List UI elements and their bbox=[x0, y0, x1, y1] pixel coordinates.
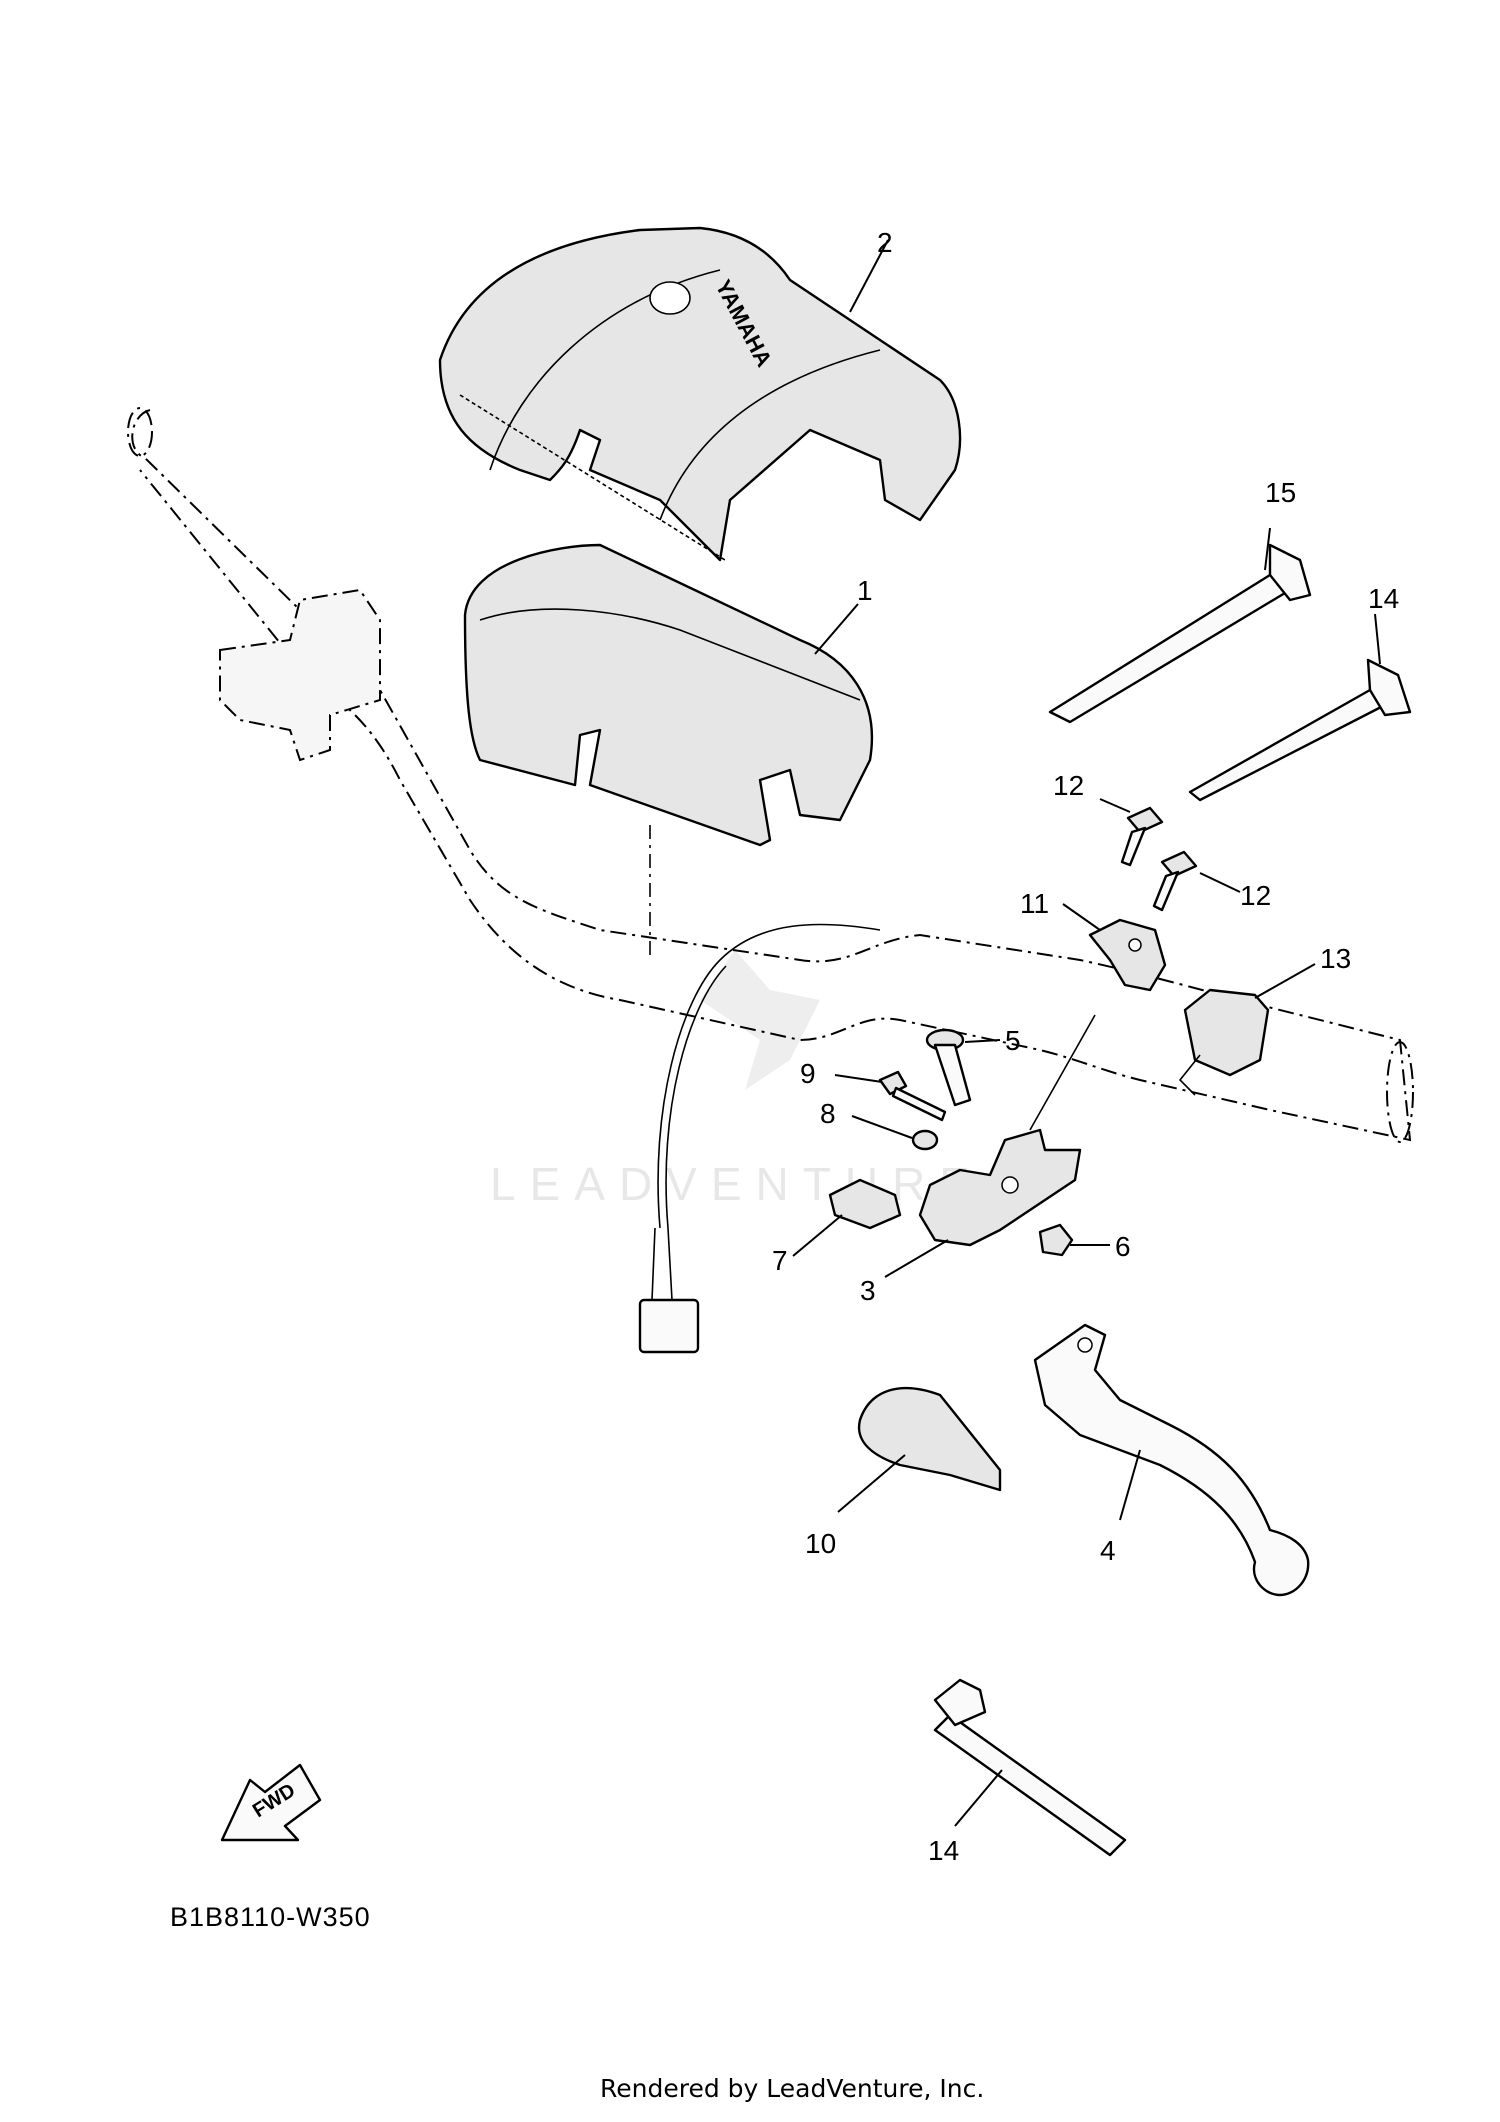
callout-1: 1 bbox=[857, 575, 873, 606]
watermark-text: LEADVENTURE bbox=[490, 1158, 984, 1210]
callout-8: 8 bbox=[820, 1098, 836, 1129]
part-cable-tie-15 bbox=[1050, 545, 1310, 722]
part-clamp-11 bbox=[1090, 920, 1165, 990]
callout-4: 4 bbox=[1100, 1535, 1116, 1566]
part-nut-6 bbox=[1040, 1225, 1072, 1255]
callout-12-upper: 12 bbox=[1053, 770, 1084, 801]
fwd-arrow-icon: FWD bbox=[222, 1765, 320, 1840]
callout-14-upper: 14 bbox=[1368, 583, 1399, 614]
watermark: LEADVENTURE bbox=[490, 950, 984, 1210]
part-lever-cover-10 bbox=[859, 1388, 1000, 1490]
callout-10: 10 bbox=[805, 1528, 836, 1559]
callout-2: 2 bbox=[877, 227, 893, 258]
part-cable-tie-14-lower bbox=[935, 1680, 1125, 1855]
part-pad bbox=[465, 545, 872, 955]
pad-cover-logo-icon bbox=[650, 282, 690, 314]
callout-15: 15 bbox=[1265, 477, 1296, 508]
part-pad-cover: YAMAHA bbox=[440, 228, 960, 560]
part-lever-4 bbox=[1035, 1325, 1308, 1595]
callout-9: 9 bbox=[800, 1058, 816, 1089]
callout-6: 6 bbox=[1115, 1231, 1131, 1262]
callout-3: 3 bbox=[860, 1275, 876, 1306]
part-bolt-5 bbox=[927, 1030, 970, 1105]
callout-11: 11 bbox=[1020, 888, 1049, 919]
callout-7: 7 bbox=[772, 1245, 788, 1276]
cable-connector bbox=[640, 1300, 698, 1352]
part-clamp-13 bbox=[1180, 990, 1268, 1095]
part-bolt-12a bbox=[1122, 808, 1162, 865]
part-washer-8 bbox=[913, 1131, 937, 1149]
callout-12-lower: 12 bbox=[1240, 880, 1271, 911]
callout-14-lower: 14 bbox=[928, 1835, 959, 1866]
render-credit: Rendered by LeadVenture, Inc. bbox=[600, 2074, 984, 2103]
callout-5: 5 bbox=[1005, 1025, 1021, 1056]
diagram-code: B1B8110-W350 bbox=[170, 1902, 371, 1933]
part-screw-9 bbox=[880, 1072, 945, 1120]
part-bolt-12b bbox=[1154, 852, 1196, 910]
part-cable-tie-14-upper bbox=[1190, 660, 1410, 800]
callouts: 2 1 15 14 12 12 11 13 5 9 8 6 7 3 10 4 1… bbox=[772, 227, 1399, 1866]
callout-13: 13 bbox=[1320, 943, 1351, 974]
